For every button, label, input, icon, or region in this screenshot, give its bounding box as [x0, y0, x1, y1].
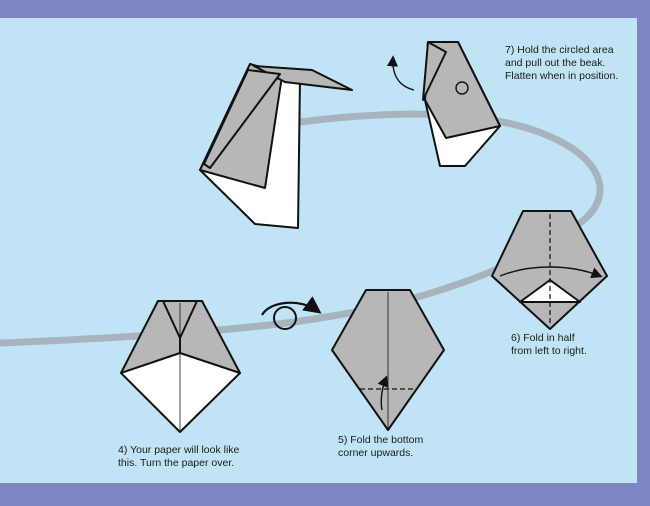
pull-arrow-icon — [386, 55, 415, 91]
step6-caption: 6) Fold in half from left to right. — [511, 332, 587, 357]
step4-figure — [120, 300, 241, 433]
step5-caption: 5) Fold the bottom corner upwards. — [338, 434, 424, 459]
step5-figure — [331, 289, 445, 431]
result-figure — [199, 63, 353, 229]
origami-diagram — [0, 41, 608, 433]
step6-figure — [491, 210, 608, 330]
turn-over-arrow-icon — [261, 296, 322, 330]
instruction-panel: 7) Hold the circled area and pull out th… — [0, 18, 637, 483]
step7-caption: 7) Hold the circled area and pull out th… — [505, 44, 619, 82]
step4-caption: 4) Your paper will look like this. Turn … — [118, 444, 240, 469]
step7-figure — [386, 41, 501, 167]
